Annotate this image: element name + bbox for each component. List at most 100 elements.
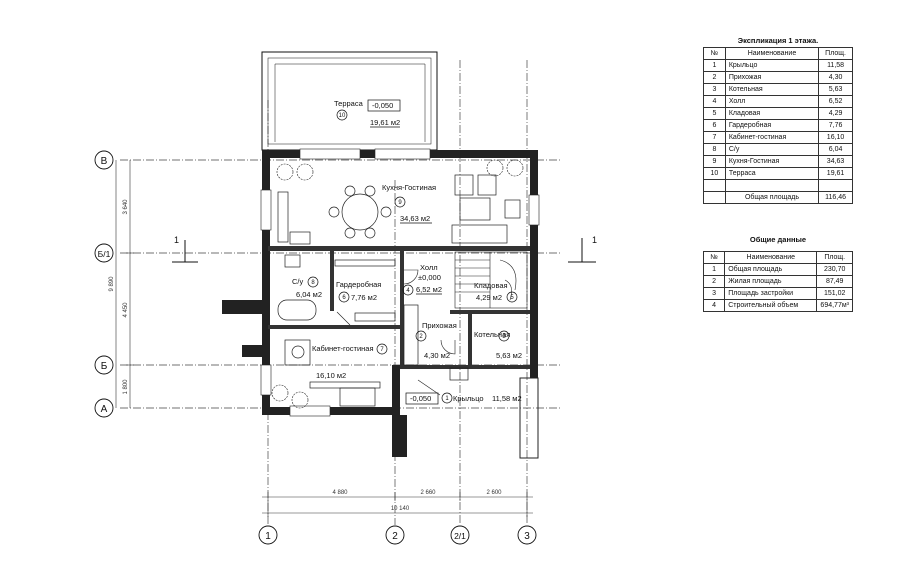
section-label: 1 <box>592 235 597 245</box>
row-area: 6,52 <box>818 95 853 108</box>
row-number: 2 <box>702 275 726 288</box>
row-area: 16,10 <box>818 131 853 144</box>
row-area: 7,76 <box>818 119 853 132</box>
row-area: 4,29 <box>818 107 853 120</box>
row-name: Гардеробная <box>724 119 820 132</box>
row-name: С/у <box>724 143 820 156</box>
door-swings <box>336 269 456 396</box>
room-num: 1 <box>445 396 449 402</box>
room-num: 7 <box>380 347 384 353</box>
general-title: Общие данные <box>749 235 807 244</box>
dimension-lines <box>115 160 533 517</box>
axis-col-label: 2 <box>392 531 398 542</box>
room-name: Терраса <box>334 99 364 108</box>
room-area: 7,76 м2 <box>351 293 377 302</box>
room-num: 6 <box>342 295 346 301</box>
row-area: 6,04 <box>818 143 853 156</box>
axis-col-label: 2/1 <box>454 531 466 541</box>
axis-row-bubbles <box>94 150 114 418</box>
row-area: 11,58 <box>818 59 853 72</box>
row-number <box>703 179 726 192</box>
room-area: 34,63 м2 <box>400 214 430 223</box>
room-name: С/у <box>292 277 304 286</box>
section-label: 1 <box>174 235 179 245</box>
row-name: Жилая площадь <box>724 275 818 288</box>
col-header: № <box>702 251 726 264</box>
row-area: 694,77м³ <box>816 299 853 312</box>
dim-label: 3 640 <box>123 199 129 215</box>
dim-label: 2 600 <box>486 490 502 496</box>
row-name: Холл <box>724 95 820 108</box>
row-area: 151,02 <box>816 287 853 300</box>
row-area <box>818 179 853 192</box>
table-header-row: № Наименование Площ. <box>703 47 853 60</box>
axis-row-label: А <box>101 404 108 415</box>
room-level: -0,050 <box>410 394 431 403</box>
axis-row-label: В <box>101 156 108 167</box>
row-name: Прихожая <box>724 71 820 84</box>
row-name: Площадь застройки <box>724 287 818 300</box>
dim-total-label: 10 140 <box>391 506 410 512</box>
room-area: 6,04 м2 <box>296 290 322 299</box>
table-header-row: № Наименование Площ. <box>702 251 853 264</box>
row-area: 19,61 <box>818 167 853 180</box>
row-number: 5 <box>703 107 726 120</box>
room-name: Крыльцо <box>453 394 484 403</box>
row-number <box>703 191 726 204</box>
room-num: 10 <box>339 113 346 119</box>
col-header: Наименование <box>724 47 820 60</box>
row-number: 10 <box>703 167 726 180</box>
row-name: Кабинет-гостиная <box>724 131 820 144</box>
room-area: 6,52 м2 <box>416 285 442 294</box>
row-number: 3 <box>702 287 726 300</box>
row-number: 6 <box>703 119 726 132</box>
row-number: 1 <box>702 263 726 276</box>
room-num: 3 <box>502 334 506 340</box>
row-name: Терраса <box>724 167 820 180</box>
room-name: Прихожая <box>422 321 457 330</box>
row-name: Кухня-Гостиная <box>724 155 820 168</box>
row-area: 5,63 <box>818 83 853 96</box>
row-name: Общая площадь <box>724 263 818 276</box>
dim-label: 4 880 <box>332 490 348 496</box>
row-name: Крыльцо <box>724 59 820 72</box>
room-name: Холл <box>420 263 438 272</box>
dim-label: 2 660 <box>420 490 436 496</box>
room-name: Котельная <box>474 330 510 339</box>
row-number: 2 <box>703 71 726 84</box>
col-header: Площ. <box>816 251 853 264</box>
row-name <box>724 179 820 192</box>
room-area: 4,30 м2 <box>424 351 450 360</box>
room-area: 11,58 м2 <box>492 394 522 403</box>
dim-total-label: 9 890 <box>109 276 115 292</box>
room-num: 4 <box>406 288 410 294</box>
axis-col-label: 1 <box>265 531 271 542</box>
window-openings <box>260 148 540 417</box>
col-header: № <box>703 47 726 60</box>
staircase <box>454 251 528 309</box>
row-number: 3 <box>703 83 726 96</box>
dim-label: 1 800 <box>123 379 129 395</box>
row-number: 8 <box>703 143 726 156</box>
room-number-markers <box>307 109 518 404</box>
room-level: -0,050 <box>372 101 393 110</box>
axis-row-label: Б <box>101 361 108 372</box>
axis-col-bubbles <box>258 525 537 545</box>
row-number: 9 <box>703 155 726 168</box>
room-area: 16,10 м2 <box>316 371 346 380</box>
axis-col-label: 3 <box>524 531 530 542</box>
row-number: 4 <box>702 299 726 312</box>
row-number: 1 <box>703 59 726 72</box>
